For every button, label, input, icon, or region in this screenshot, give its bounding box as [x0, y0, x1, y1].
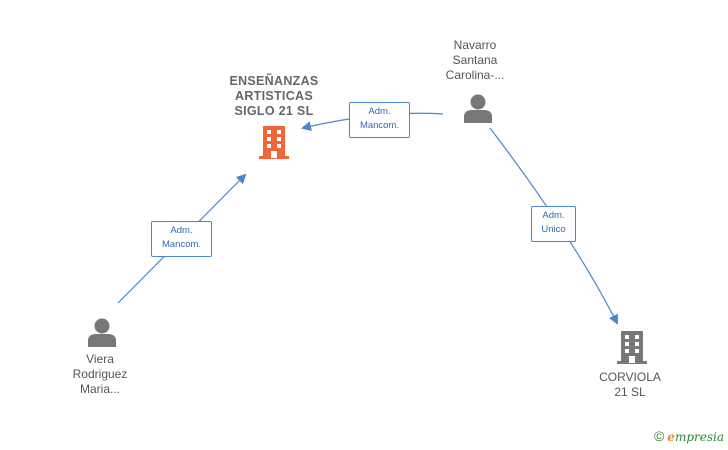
- main-company-line-2: ARTISTICAS: [235, 89, 313, 103]
- brand-rest: mpresia: [674, 430, 724, 444]
- main-company-label[interactable]: ENSEÑANZAS ARTISTICAS SIGLO 21 SL: [214, 74, 334, 119]
- corviola-line-2: 21 SL: [614, 385, 646, 399]
- edge-label-line-2: Unico: [541, 224, 566, 235]
- footer-brand: ©empresia: [654, 428, 724, 444]
- building-icon[interactable]: [617, 331, 647, 365]
- edge-label-navarro-corviola: Adm. Unico: [531, 206, 576, 242]
- viera-line-3: Maria...: [79, 382, 120, 396]
- viera-line-2: Rodriguez: [72, 367, 128, 381]
- edge-label-navarro-main: Adm. Mancom.: [349, 102, 410, 138]
- building-icon[interactable]: [259, 126, 289, 160]
- viera-line-1: Viera: [86, 352, 114, 366]
- person-icon[interactable]: [463, 93, 493, 123]
- navarro-line-3: Carolina-...: [445, 68, 505, 82]
- brand-e: e: [667, 430, 675, 444]
- main-company-line-3: SIGLO 21 SL: [234, 104, 314, 118]
- person-viera-label[interactable]: Viera Rodriguez Maria...: [50, 352, 150, 397]
- edge-label-line-2: Mancom.: [359, 120, 400, 131]
- main-company-line-1: ENSEÑANZAS: [229, 74, 319, 88]
- edge-label-line-1: Adm.: [368, 106, 391, 117]
- person-navarro-label[interactable]: Navarro Santana Carolina-...: [425, 38, 525, 83]
- navarro-line-2: Santana: [452, 53, 498, 67]
- company-corviola-label[interactable]: CORVIOLA 21 SL: [580, 370, 680, 400]
- brand-logo: empresia: [667, 430, 724, 444]
- edge-label-line-2: Mancom.: [161, 239, 202, 250]
- navarro-line-1: Navarro: [453, 38, 497, 52]
- person-icon[interactable]: [87, 317, 117, 347]
- corviola-line-1: CORVIOLA: [599, 370, 661, 384]
- edge-label-line-1: Adm.: [542, 210, 565, 221]
- edge-label-viera-main: Adm. Mancom.: [151, 221, 212, 257]
- edge-label-line-1: Adm.: [170, 225, 193, 236]
- copyright-symbol: ©: [653, 428, 665, 444]
